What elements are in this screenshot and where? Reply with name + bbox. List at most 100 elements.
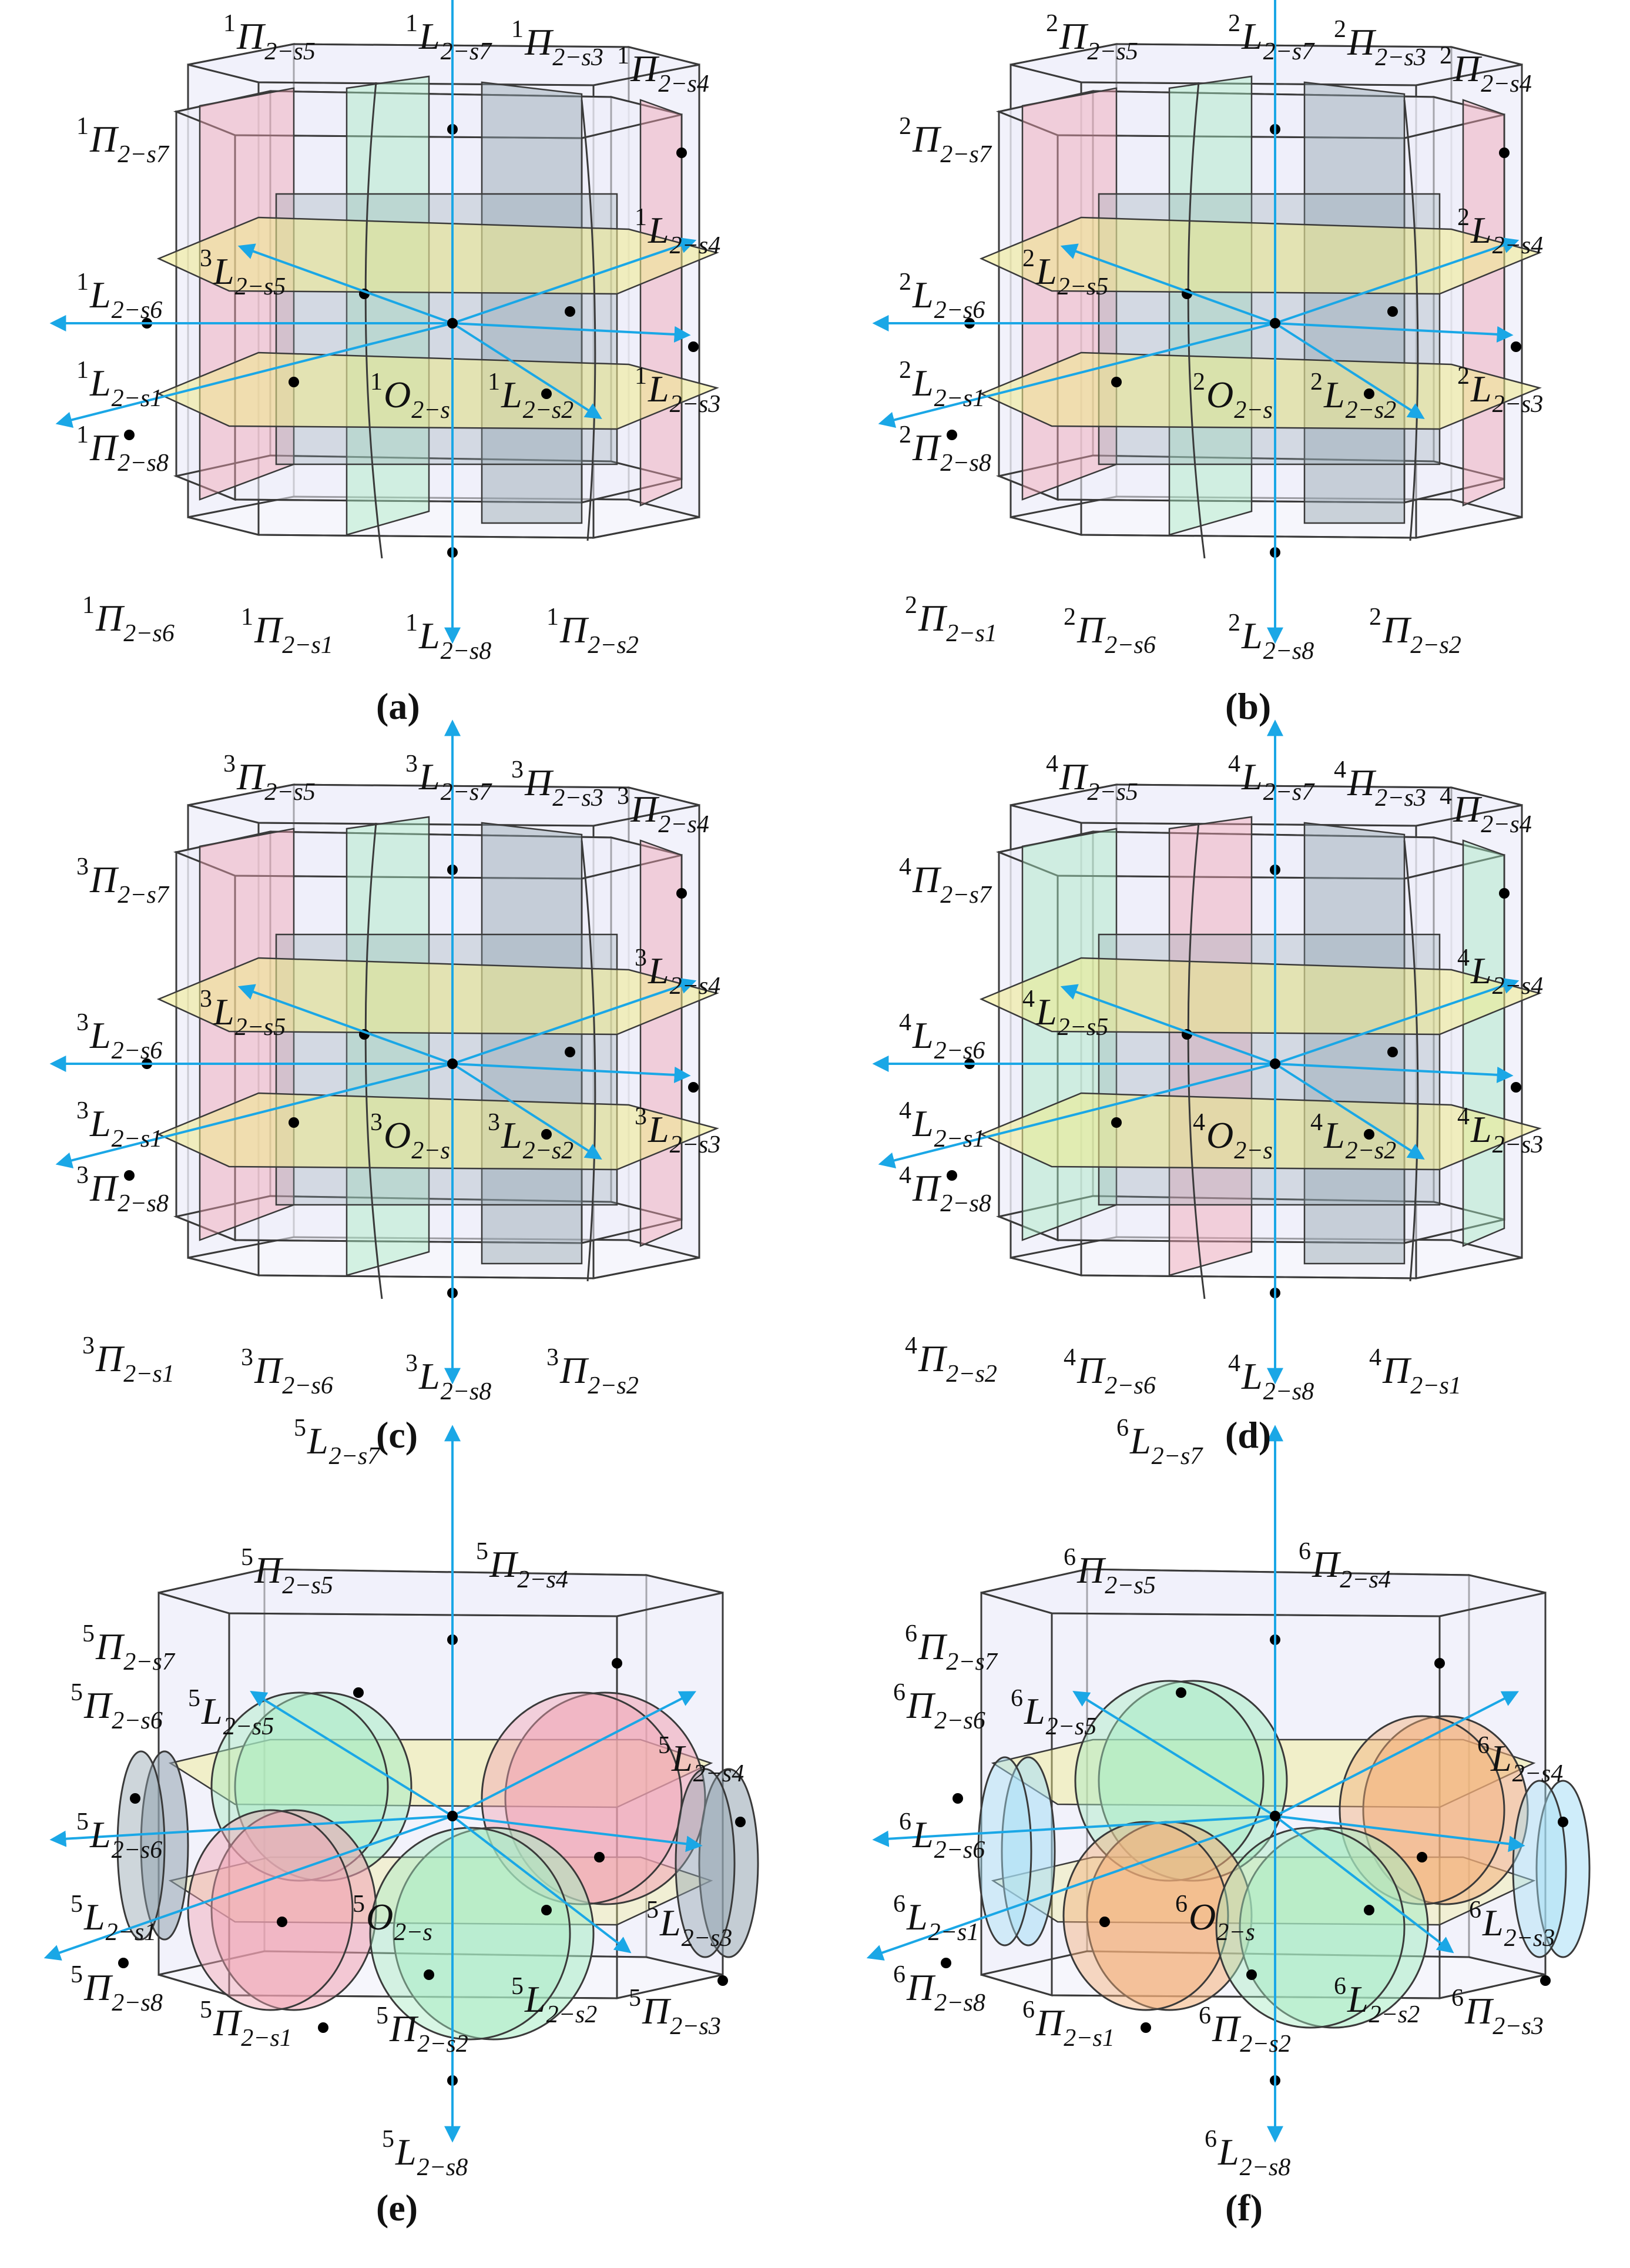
label-plane: 5Π2−s1 [200, 1998, 292, 2051]
label-prefix: 6 [1477, 1732, 1490, 1759]
label-subscript: 2−s3 [669, 391, 721, 418]
prism-top [187, 783, 700, 827]
label-symbol: L [84, 1896, 105, 1938]
label-plane: 6Π2−s6 [893, 1680, 985, 1733]
label-subscript: 2−s5 [1087, 779, 1138, 806]
label-axis: 5L2−s3 [646, 1898, 732, 1951]
marker-dot [118, 1958, 129, 1968]
label-subscript: 2−s6 [112, 1707, 163, 1734]
horizontal-plane [156, 351, 719, 430]
label-axis: 5L2−s2 [511, 1974, 597, 2027]
label-symbol: Π [630, 48, 658, 89]
marker-dot [541, 1905, 552, 1915]
label-axis: 3L2−s8 [405, 1351, 491, 1404]
label-subscript: 2−s7 [1263, 38, 1314, 65]
label-prefix: 4 [1457, 944, 1470, 971]
label-prefix: 3 [82, 1332, 95, 1359]
label-subscript: 2−s4 [1512, 1760, 1564, 1787]
label-subscript: 2−s [411, 1137, 450, 1164]
label-subscript: 2−s4 [1481, 71, 1532, 98]
label-subscript: 2−s8 [440, 1378, 492, 1405]
label-axis: 4L2−s3 [1457, 1104, 1543, 1157]
label-symbol: L [672, 1737, 693, 1779]
label-symbol: L [419, 1355, 440, 1397]
marker-dot [318, 2022, 328, 2033]
marker-dot [124, 1170, 135, 1181]
label-subscript: 2−s8 [112, 1989, 163, 2016]
axis-arrow [1274, 322, 1425, 420]
label-symbol: O [384, 1114, 411, 1156]
label-plane: 1Π2−s1 [241, 605, 333, 658]
label-subscript: 2−s2 [588, 632, 639, 659]
panel-b-drawing [872, 0, 1542, 644]
curved-edge [581, 840, 596, 1282]
label-prefix: 3 [405, 751, 418, 778]
label-axis: 1L2−s6 [76, 270, 162, 323]
label-subscript: 2−s1 [928, 1919, 980, 1946]
label-symbol: Π [1312, 1543, 1340, 1585]
label-symbol: Π [913, 118, 940, 160]
origin-point [447, 1811, 458, 1821]
axis-arrow [1274, 1063, 1425, 1160]
label-symbol: L [1242, 756, 1263, 798]
label-subscript: 2−s7 [118, 882, 169, 909]
label-prefix: 4 [1369, 1344, 1381, 1371]
axis-arrow [55, 322, 453, 428]
label-plane: 4Π2−s3 [1334, 758, 1426, 810]
label-subscript: 2−s2 [1345, 397, 1397, 424]
label-plane: 6Π2−s7 [905, 1622, 997, 1674]
label-symbol: L [1347, 1978, 1369, 2020]
label-plane: 4Π2−s8 [899, 1163, 991, 1216]
label-symbol: L [90, 1103, 111, 1144]
label-symbol: O [384, 374, 411, 416]
label-prefix: 4 [1064, 1344, 1076, 1371]
label-prefix: 1 [546, 604, 559, 631]
label-plane: 1Π2−s6 [82, 593, 175, 646]
label-prefix: 2 [1022, 245, 1035, 272]
label-subscript: 2−s6 [111, 1037, 163, 1064]
label-prefix: 1 [82, 592, 95, 619]
horizontal-plane [156, 957, 719, 1036]
label-subscript: 2−s6 [1105, 632, 1156, 659]
label-subscript: 2−s6 [934, 1037, 985, 1064]
panel-e-drawing [43, 1425, 759, 2143]
disc-face [393, 1827, 595, 2041]
marker-dot [1099, 1917, 1110, 1927]
prism-top [1010, 43, 1522, 86]
label-prefix: 1 [488, 368, 500, 396]
label-symbol: Π [489, 1543, 517, 1585]
label-prefix: 3 [635, 1103, 647, 1130]
label-symbol: Π [1383, 1349, 1410, 1391]
label-symbol: L [395, 2131, 417, 2173]
horizontal-plane [979, 957, 1542, 1036]
label-axis: 5L2−s8 [382, 2127, 468, 2180]
label-symbol: L [90, 362, 111, 404]
label-subscript: 2−s3 [552, 785, 603, 812]
label-origin: 6O2−s [1175, 1892, 1255, 1945]
label-symbol: Π [1077, 609, 1105, 651]
label-prefix: 3 [511, 756, 524, 783]
panel-c-drawing [49, 719, 719, 1385]
label-plane: 3Π2−s3 [511, 758, 603, 810]
label-plane: 3Π2−s2 [546, 1345, 639, 1398]
label-prefix: 5 [71, 1679, 83, 1706]
label-symbol: L [1024, 1690, 1045, 1732]
horizontal-plane [156, 216, 719, 295]
label-subscript: 2−s [1216, 1919, 1255, 1946]
label-subscript: 2−s3 [669, 1131, 721, 1158]
label-symbol: Π [1059, 15, 1087, 57]
label-axis: 5L2−s5 [188, 1686, 274, 1739]
label-symbol: Π [630, 788, 658, 830]
label-subscript: 2−s7 [118, 141, 169, 168]
axis-arrow [1275, 977, 1520, 1065]
label-subscript: 2−s3 [670, 2013, 721, 2040]
origin-point [1270, 1058, 1280, 1069]
label-prefix: 6 [1022, 1996, 1035, 2024]
label-axis: 4L2−s7 [1228, 752, 1314, 805]
curved-edge [581, 99, 596, 541]
label-prefix: 4 [1440, 783, 1452, 810]
vertical-plane [1462, 99, 1505, 507]
label-symbol: L [1471, 950, 1492, 991]
label-subscript: 2−s6 [111, 297, 163, 324]
